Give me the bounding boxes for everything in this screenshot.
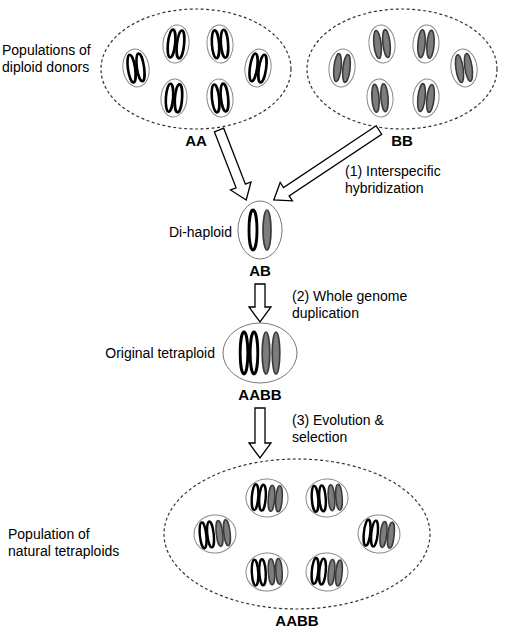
node-text-group: AABB — [210, 386, 310, 404]
diploid-cell-a — [160, 78, 189, 118]
diploid-cell-a — [205, 78, 235, 119]
diploid-cell-b — [412, 24, 441, 64]
genome-label: AABB — [237, 612, 357, 630]
tetraploid-cell — [245, 552, 289, 592]
population-ellipse: AA — [100, 8, 292, 130]
block-arrow — [249, 408, 271, 458]
tetraploid-cell — [192, 513, 238, 555]
node-outline — [237, 200, 283, 260]
node-text-group: AB — [220, 262, 300, 280]
genome-label: AABB — [210, 386, 310, 404]
cell-ellipse: AB — [237, 200, 283, 284]
diploid-cell-a — [161, 24, 191, 65]
diploid-cell-b — [448, 47, 479, 88]
node-text-group: BB — [362, 132, 442, 150]
block-arrow — [274, 126, 382, 201]
tetraploid-cell — [245, 552, 289, 592]
block-arrow — [249, 284, 271, 322]
diploid-cell-b — [366, 78, 395, 118]
tetraploid-cell — [304, 551, 349, 593]
genome-label: AA — [156, 132, 236, 150]
tetraploid-cell — [356, 513, 402, 555]
chromosome-a — [240, 332, 248, 374]
diploid-cell-a — [242, 47, 273, 88]
tetraploid-cell — [305, 478, 350, 519]
diploid-cell-a — [120, 47, 151, 88]
population-outline — [164, 459, 430, 609]
population-outline — [307, 9, 497, 129]
diploid-cell-b — [366, 78, 395, 118]
node-outline — [163, 458, 431, 610]
diploid-cell-a — [161, 24, 191, 65]
step-label: (1) Interspecific hybridization — [345, 163, 470, 197]
node-outline — [100, 8, 292, 130]
tetraploid-cell — [305, 478, 350, 519]
node-outline — [222, 322, 298, 384]
cell-outline — [223, 323, 297, 383]
population-outline — [101, 9, 291, 129]
cell-ellipse: AABB — [222, 322, 298, 408]
diploid-cell-a — [120, 47, 151, 88]
chromosome-b — [263, 210, 271, 250]
diploid-cell-b — [327, 48, 357, 89]
stage-label: Original tetraploid — [60, 345, 215, 362]
tetraploid-cell — [304, 551, 349, 593]
cell-outline — [238, 201, 282, 259]
chromosome-a — [249, 210, 257, 250]
tetraploid-cell — [245, 478, 290, 519]
block-arrow — [214, 128, 251, 200]
chromosome-a — [250, 332, 258, 374]
diploid-cell-b — [448, 47, 479, 88]
diploid-cell-b — [412, 24, 441, 64]
diploid-cell-a — [205, 78, 235, 119]
step-label: (3) Evolution & selection — [292, 412, 417, 446]
diploid-cell-b — [327, 48, 357, 89]
genome-label: AB — [220, 262, 300, 280]
diploid-cell-a — [242, 47, 273, 88]
node-text-group: AA — [156, 132, 236, 150]
tetraploid-cell — [245, 478, 290, 519]
diploid-cell-b — [411, 78, 441, 119]
diploid-cell-b — [367, 24, 397, 65]
diploid-cell-a — [206, 24, 235, 64]
stage-label: Di-haploid — [150, 224, 232, 241]
step-label: (2) Whole genome duplication — [292, 288, 432, 322]
diploid-cell-a — [206, 24, 235, 64]
node-outline — [306, 8, 498, 130]
chromosome-b — [262, 332, 270, 374]
tetraploid-cell — [192, 513, 238, 555]
diploid-cell-b — [367, 24, 397, 65]
chromosome-b — [272, 332, 280, 374]
genome-label: BB — [362, 132, 442, 150]
population-ellipse: AABB — [163, 458, 431, 636]
population-ellipse: BB — [306, 8, 498, 130]
diploid-cell-b — [411, 78, 441, 119]
diploid-cell-a — [160, 78, 189, 118]
stage-label: Populations of diploid donors — [2, 42, 98, 76]
tetraploid-cell — [356, 513, 402, 555]
stage-label: Population of natural tetraploids — [8, 526, 136, 560]
node-text-group: AABB — [237, 612, 357, 630]
